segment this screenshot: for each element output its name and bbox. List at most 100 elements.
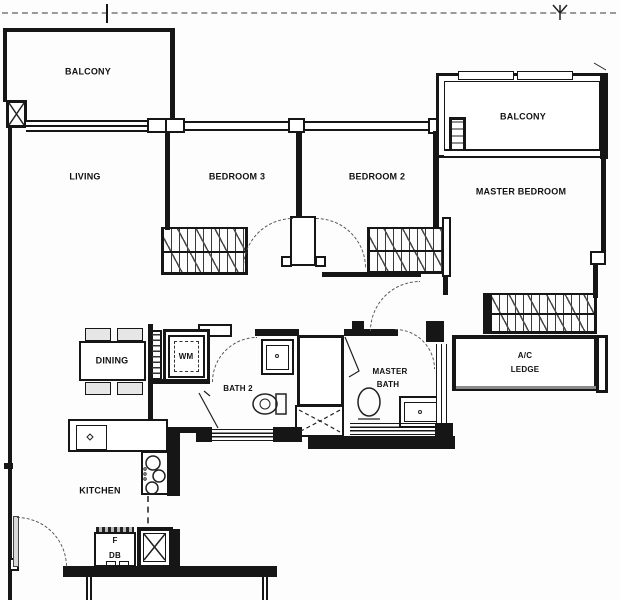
sliding-door-master-balcony xyxy=(444,149,601,158)
door-swing-entry xyxy=(17,517,67,567)
wall xyxy=(196,427,212,442)
shower-screen-bath2 xyxy=(198,390,219,429)
label-kitchen: KITCHEN xyxy=(79,485,121,496)
wall-stub xyxy=(290,216,316,266)
hatched-pier xyxy=(150,330,162,380)
door-swing-bath2 xyxy=(212,337,257,382)
wardrobe-rail xyxy=(367,250,451,252)
label-db: DB xyxy=(109,550,121,560)
dining-chair xyxy=(85,328,111,341)
wall-window-segment xyxy=(442,217,451,277)
vanity-basin xyxy=(266,345,289,370)
wall xyxy=(435,423,453,449)
label-ac-ledge-1: A/C xyxy=(517,350,533,360)
ac-ledge-column xyxy=(596,335,608,393)
label-bedroom2: BEDROOM 2 xyxy=(348,171,406,182)
sliding-door-track xyxy=(26,125,148,127)
boundary-tick-mark xyxy=(106,4,108,23)
kitchen-sink xyxy=(76,425,107,450)
frame-divider xyxy=(165,120,167,131)
label-master-bath-2: BATH xyxy=(376,379,400,389)
label-master-bath-1: MASTER xyxy=(372,366,408,376)
label-living: LIVING xyxy=(69,171,101,182)
dining-chair xyxy=(117,382,143,395)
balcony2-panel xyxy=(458,71,514,80)
wall xyxy=(3,28,7,102)
wall-junction xyxy=(426,321,444,342)
label-bath2: BATH 2 xyxy=(223,383,253,393)
label-dining: DINING xyxy=(95,355,129,366)
wall-bedroom-divider xyxy=(296,131,302,223)
wall xyxy=(170,28,175,122)
ledge-gray-line xyxy=(456,386,596,389)
dining-table xyxy=(79,341,146,381)
wall-bedroom3-left xyxy=(165,131,170,230)
wall-below xyxy=(262,577,268,600)
cooker-hob xyxy=(141,451,169,495)
wall xyxy=(483,293,489,334)
wall-bedroom2-right xyxy=(433,131,439,229)
washing-machine-drum xyxy=(174,341,199,372)
wall xyxy=(148,382,153,432)
wall-kitchen-east xyxy=(167,432,180,496)
toilet-bowl-inner xyxy=(259,398,271,410)
column xyxy=(6,100,27,128)
ac-ledge-outline xyxy=(452,335,598,391)
wall-corridor xyxy=(255,329,299,336)
door-swing-master-bedroom xyxy=(370,281,420,331)
window-master-bath-east xyxy=(436,344,447,425)
wall-left-outer xyxy=(8,127,12,600)
shaft-inner xyxy=(143,533,166,562)
wall-notch xyxy=(4,463,13,469)
wardrobe-rail xyxy=(161,250,248,253)
label-ac-ledge-2: LEDGE xyxy=(510,364,540,374)
window-bedroom2 xyxy=(305,121,429,131)
door-swing-bedroom3 xyxy=(243,218,293,268)
service-duct xyxy=(297,335,344,407)
label-bedroom3: BEDROOM 3 xyxy=(208,171,266,182)
balcony2-panel xyxy=(517,71,573,80)
site-boundary-dashed-line xyxy=(2,12,616,14)
wardrobe-master xyxy=(489,293,597,334)
balcony-corner-tick xyxy=(593,62,607,71)
label-master-bedroom: MASTER BEDROOM xyxy=(475,186,567,197)
wall-step xyxy=(352,321,364,331)
wall xyxy=(273,427,302,442)
shower-floor xyxy=(295,405,344,437)
wall-corridor xyxy=(344,329,398,336)
toilet-cistern-bath2 xyxy=(275,393,287,415)
vanity-basin xyxy=(404,402,437,422)
dining-chair xyxy=(85,382,111,395)
fridge-top-vent xyxy=(96,527,134,534)
label-balcony-top-left: BALCONY xyxy=(65,66,111,77)
window-glass-line xyxy=(440,344,442,425)
wardrobe-rail xyxy=(489,313,597,315)
wall-bottom xyxy=(63,566,277,577)
wall xyxy=(3,28,174,32)
wardrobe-bedroom2 xyxy=(367,227,451,274)
label-fridge: F xyxy=(112,535,118,545)
wall xyxy=(443,275,448,295)
wall xyxy=(148,379,210,384)
wardrobe-bedroom3 xyxy=(161,227,248,275)
balcony2-inner-line xyxy=(444,81,600,151)
window-sill-bath2 xyxy=(212,429,273,442)
wall-step xyxy=(590,251,606,265)
wall xyxy=(600,73,608,159)
label-wm: WM xyxy=(178,351,194,361)
wall-bedroom2-south xyxy=(322,272,421,277)
window-bedroom3 xyxy=(185,121,289,131)
shower-screen-master xyxy=(344,336,360,378)
db-unit xyxy=(106,561,116,566)
label-balcony-top-right: BALCONY xyxy=(500,111,546,122)
db-unit xyxy=(119,561,129,566)
door-swing-bedroom2 xyxy=(316,218,366,268)
toilet-bath2 xyxy=(252,393,278,415)
wall xyxy=(593,263,598,298)
dining-chair xyxy=(117,328,143,341)
sliding-door-balcony xyxy=(26,120,148,132)
wall xyxy=(148,427,198,433)
wall-below xyxy=(86,577,92,600)
wall-master-right xyxy=(601,157,606,255)
